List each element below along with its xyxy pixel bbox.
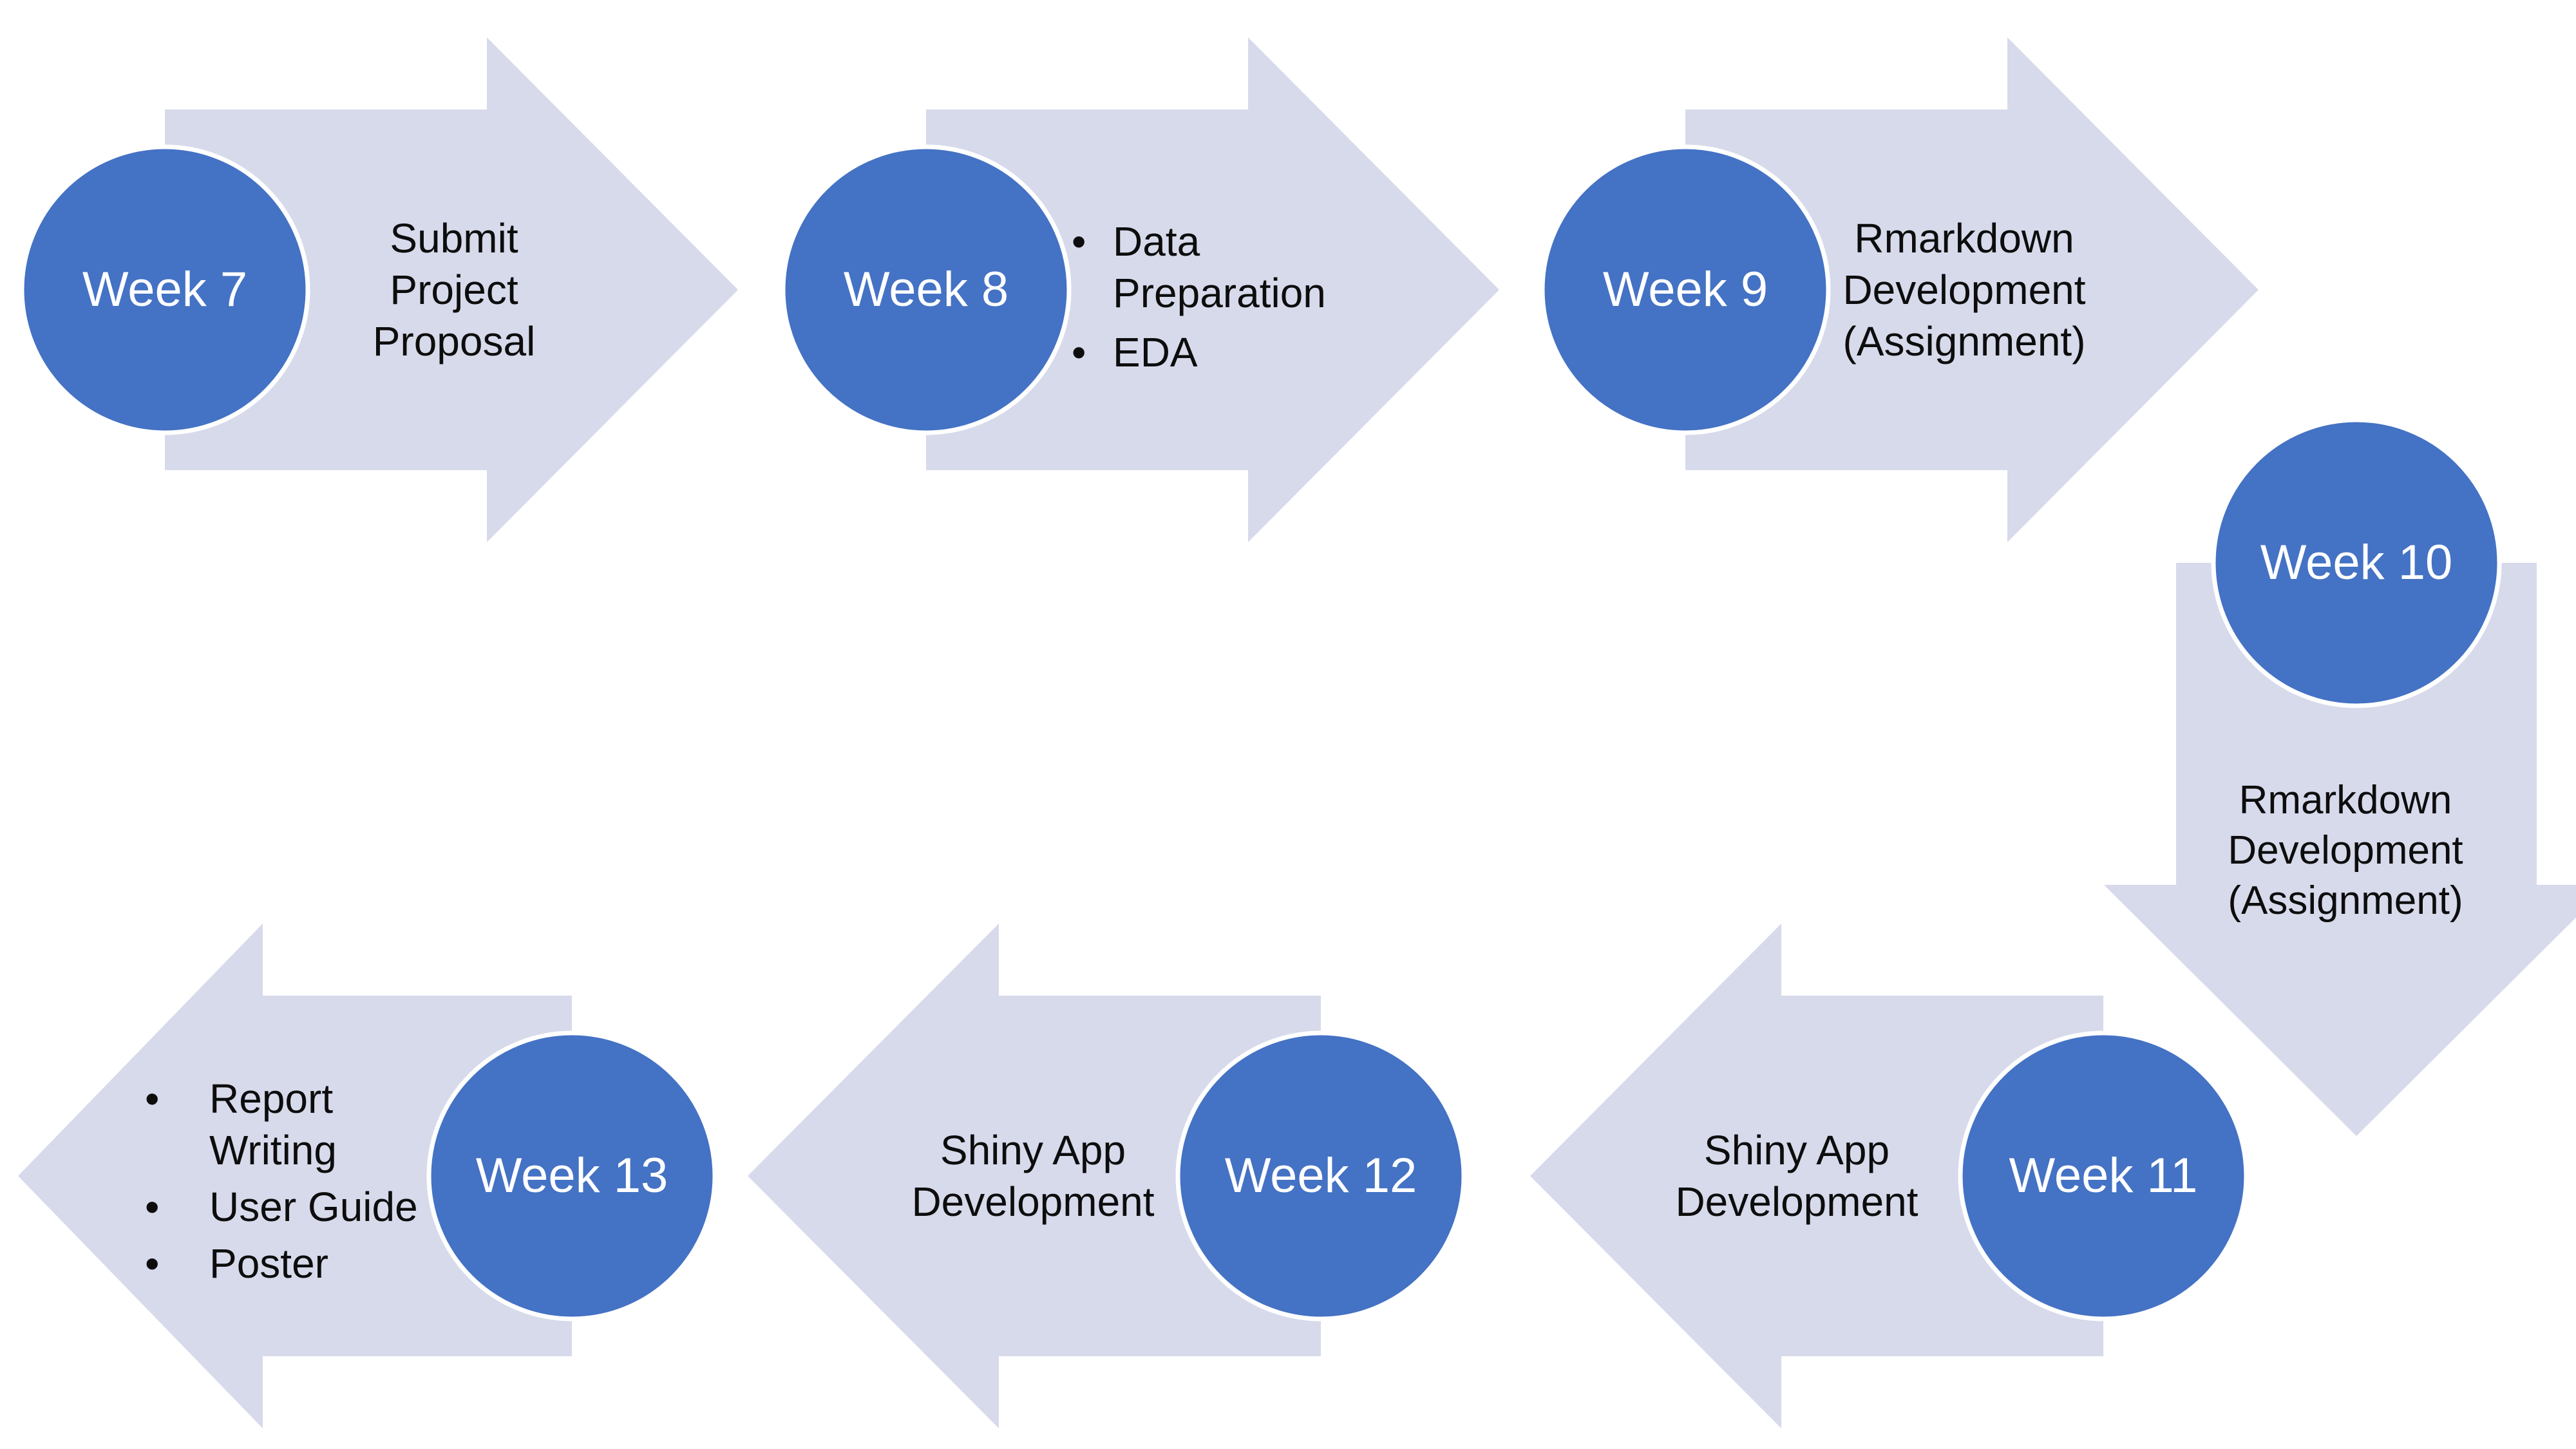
task-bullet: User Guide: [145, 1181, 454, 1233]
week7-task-label: Submit Project Proposal: [373, 213, 536, 367]
circle-week12: [1175, 1030, 1466, 1321]
label-line: Development: [2228, 828, 2463, 873]
circle-week7: [19, 144, 310, 435]
week9-label: Week 9: [1602, 262, 1768, 317]
arrow-week12-left: [748, 923, 1321, 1428]
arrow-week11-left: [1530, 923, 2103, 1428]
week11-task-label: Shiny App Development: [1675, 1124, 1918, 1227]
week12-label: Week 12: [1224, 1148, 1417, 1203]
label-line: (Assignment): [2228, 878, 2463, 923]
week7-label: Week 7: [82, 262, 248, 317]
task-bullet: Poster: [145, 1238, 454, 1289]
arrow-week13-left: [18, 923, 572, 1428]
week10-task-label: Rmarkdown Development (Assignment): [2228, 775, 2463, 926]
label-line: Proposal: [372, 318, 536, 365]
circle-week10: [2211, 417, 2502, 708]
task-bullet: Report Writing: [145, 1073, 454, 1176]
label-line: Submit: [390, 215, 518, 261]
week12-task-label: Shiny App Development: [911, 1124, 1154, 1227]
arrow-week10-down: [2104, 563, 2576, 1136]
label-line: Development: [1675, 1179, 1918, 1225]
label-line: (Assignment): [1842, 318, 2086, 365]
circle-week9: [1540, 144, 1831, 435]
label-line: Development: [1842, 267, 2086, 313]
label-line: Rmarkdown: [2239, 778, 2452, 822]
week11-label: Week 11: [2009, 1148, 2198, 1203]
task-bullet: EDA: [1072, 327, 1374, 378]
week9-task-label: Rmarkdown Development (Assignment): [1842, 213, 2085, 367]
label-line: Development: [911, 1179, 1155, 1225]
arrow-week9-right: [1685, 37, 2259, 542]
arrow-week7-right: [165, 37, 738, 542]
label-line: Shiny App: [940, 1127, 1126, 1173]
label-line: Rmarkdown: [1854, 215, 2074, 261]
week8-task-list: Data Preparation EDA: [1072, 216, 1374, 386]
circle-week11: [1958, 1030, 2249, 1321]
label-line: Project: [390, 267, 518, 313]
week13-label: Week 13: [475, 1148, 668, 1203]
circle-week13: [426, 1030, 717, 1321]
label-line: Shiny App: [1703, 1127, 1890, 1173]
week13-task-list: Report Writing User Guide Poster: [145, 1073, 454, 1294]
week8-label: Week 8: [843, 262, 1009, 317]
week10-label: Week 10: [2260, 535, 2453, 590]
task-bullet: Data Preparation: [1072, 216, 1374, 319]
circle-week8: [781, 144, 1072, 435]
